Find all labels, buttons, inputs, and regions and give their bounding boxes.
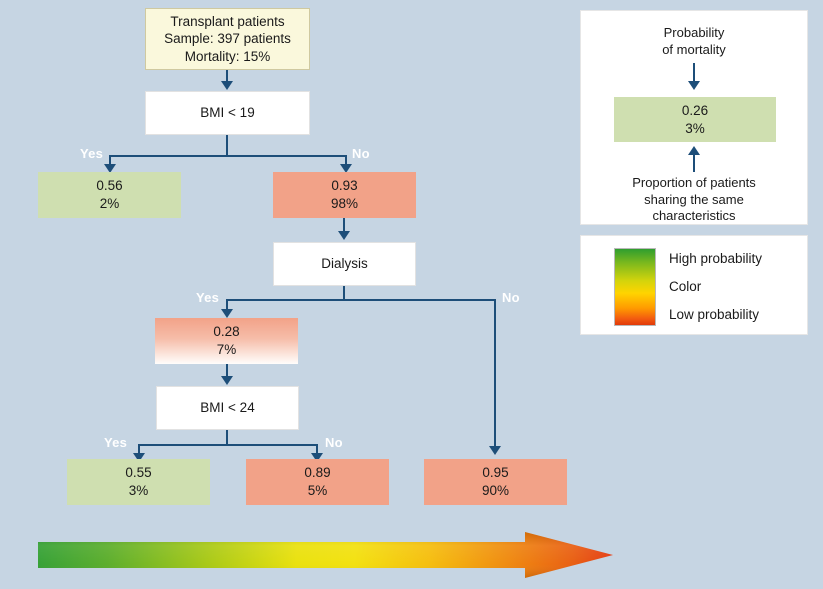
legend-bottom-caption: Proportion of patients sharing the same …: [632, 175, 756, 224]
leaf-node-dialysis-no-proportion: 90%: [481, 483, 510, 498]
legend-sample-node: 0.26 3%: [614, 97, 776, 142]
leaf-node-bmi19-no-probability: 0.93: [331, 178, 358, 194]
color-scale-label-high: High probability: [669, 251, 763, 266]
decision-node-bmi-19-label: BMI < 19: [200, 105, 255, 121]
branch-label-bmi24-yes: Yes: [104, 435, 128, 450]
decision-node-dialysis-label: Dialysis: [321, 256, 368, 272]
edge-dialysis-no-drop: [494, 299, 496, 447]
branch-label-bmi19-yes: Yes: [80, 146, 104, 161]
decision-node-bmi-19: BMI < 19: [145, 91, 310, 135]
branch-label-bmi19-no: No: [352, 146, 370, 161]
edge-legend-bottom-arrow-shaft: [693, 154, 695, 172]
arrowhead-leaf28-to-bmi24: [221, 376, 233, 385]
arrowhead-legend-bottom: [688, 146, 700, 155]
edge-bmi24-no-drop: [316, 444, 318, 455]
edge-bmi19-crossbar: [109, 155, 347, 157]
color-scale-label-low: Low probability: [669, 307, 760, 322]
edge-legend-top-arrow-shaft: [693, 63, 695, 85]
leaf-node-bmi24-no-proportion: 5%: [307, 483, 328, 498]
edge-bmi19-stem: [226, 135, 228, 156]
leaf-node-bmi24-no-probability: 0.89: [304, 465, 331, 481]
color-scale-label-middle: Color: [669, 279, 702, 294]
decision-node-bmi-24: BMI < 24: [156, 386, 299, 430]
arrowhead-dialysis-yes: [221, 309, 233, 318]
leaf-node-dialysis-yes: 0.28 7%: [155, 318, 298, 364]
branch-label-dialysis-yes: Yes: [196, 290, 220, 305]
legend-panel-node-explainer: Probability of mortality 0.26 3% Proport…: [580, 10, 808, 225]
edge-dialysis-yes-drop: [226, 299, 228, 311]
legend-panel-color-scale: High probability Color Low probability: [580, 235, 808, 335]
root-node-line2: Sample: 397 patients: [164, 31, 291, 47]
leaf-node-bmi24-yes: 0.55 3%: [67, 459, 210, 505]
root-node-line3: Mortality: 15%: [184, 48, 271, 64]
arrowhead-bmi24-yes: [133, 453, 145, 462]
edge-bmi19-yes-drop: [109, 155, 111, 168]
leaf-node-dialysis-no: 0.95 90%: [424, 459, 567, 505]
arrowhead-bmi19-yes: [104, 164, 116, 173]
leaf-node-dialysis-no-probability: 0.95: [482, 465, 509, 481]
leaf-node-bmi24-yes-proportion: 3%: [128, 483, 149, 498]
root-node-line1: Transplant patients: [170, 13, 285, 29]
leaf-node-bmi19-yes-probability: 0.56: [96, 178, 123, 194]
legend-sample-node-proportion: 3%: [685, 120, 705, 136]
root-node-transplant-patients: Transplant patients Sample: 397 patients…: [145, 8, 310, 70]
arrowhead-legend-top: [688, 81, 700, 90]
decision-node-dialysis: Dialysis: [273, 242, 416, 286]
legend-sample-node-probability: 0.26: [681, 102, 709, 118]
leaf-node-dialysis-yes-proportion: 7%: [216, 342, 237, 357]
edge-bmi19-no-drop: [345, 155, 347, 168]
leaf-node-bmi19-no: 0.93 98%: [273, 172, 416, 218]
edge-bmi24-crossbar: [138, 444, 318, 446]
branch-label-bmi24-no: No: [325, 435, 343, 450]
leaf-node-bmi24-no: 0.89 5%: [246, 459, 389, 505]
leaf-node-bmi19-yes-proportion: 2%: [99, 196, 120, 211]
edge-leaf28-to-bmi24: [226, 364, 228, 378]
gradient-arrow-icon: [38, 532, 613, 578]
edge-root-to-bmi19: [226, 70, 228, 83]
edge-bmi24-stem: [226, 430, 228, 445]
legend-top-caption: Probability of mortality: [662, 25, 726, 57]
edge-leaf93-to-dialysis: [343, 218, 345, 233]
arrowhead-bmi24-no: [311, 453, 323, 462]
leaf-node-bmi24-yes-probability: 0.55: [125, 465, 152, 481]
leaf-node-bmi19-no-proportion: 98%: [330, 196, 359, 211]
color-scale-bar: [614, 248, 656, 326]
branch-label-dialysis-no: No: [502, 290, 520, 305]
edge-dialysis-stem: [343, 286, 345, 300]
arrowhead-root-to-bmi19: [221, 81, 233, 90]
leaf-node-dialysis-yes-probability: 0.28: [213, 324, 240, 340]
edge-dialysis-crossbar: [226, 299, 496, 301]
arrowhead-dialysis-no: [489, 446, 501, 455]
leaf-node-bmi19-yes: 0.56 2%: [38, 172, 181, 218]
arrowhead-bmi19-no: [340, 164, 352, 173]
decision-node-bmi-24-label: BMI < 24: [200, 400, 255, 416]
arrowhead-leaf93-to-dialysis: [338, 231, 350, 240]
edge-bmi24-yes-drop: [138, 444, 140, 455]
